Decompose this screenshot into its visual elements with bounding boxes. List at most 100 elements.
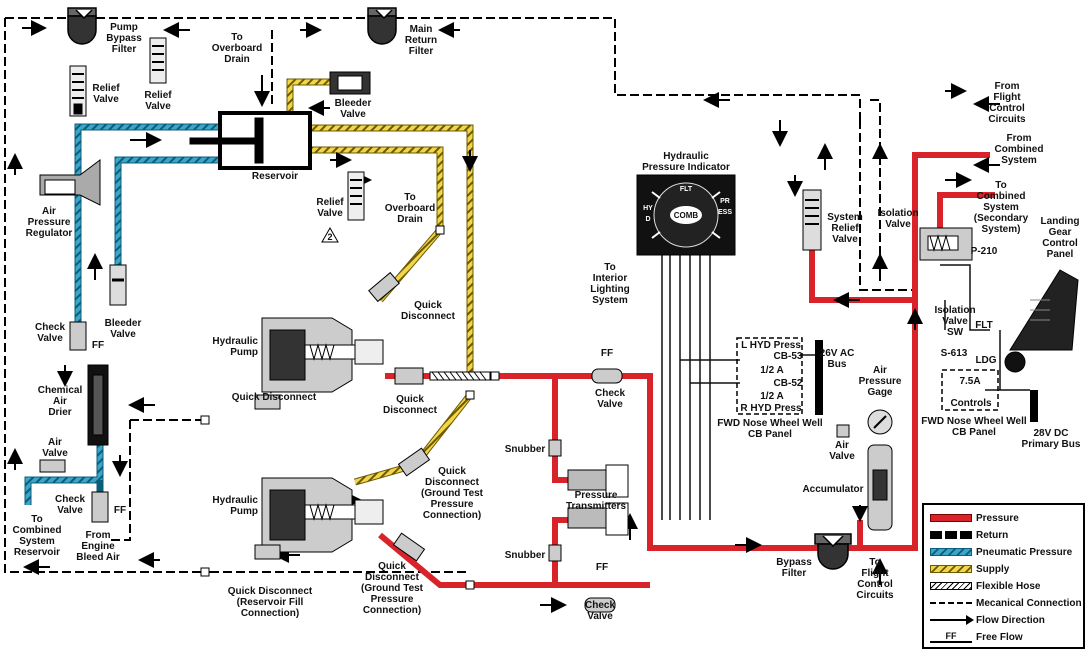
label-s-613: S-613: [940, 348, 968, 359]
bleeder-valve-symbol-left: [109, 264, 127, 306]
label-quick-disconnect-2: Quick Disconnect: [231, 392, 317, 403]
hydraulic-pressure-indicator-symbol: [636, 174, 736, 256]
quick-disconnect-symbol-5: [392, 532, 426, 562]
label-half-a-1: 1/2 A: [760, 365, 784, 376]
label-quick-disconnect-reservoir-fill: Quick Disconnect (Reservoir Fill Connect…: [227, 586, 313, 619]
label-pump-bypass-filter: Pump Bypass Filter: [106, 22, 142, 55]
legend-item-flexible: Flexible Hose: [930, 579, 1085, 593]
legend-swatch-pressure: [930, 514, 972, 522]
label-ldg: LDG: [975, 355, 997, 366]
accumulator-symbol: [867, 444, 893, 531]
bus-bar-26v: [815, 340, 823, 415]
check-valve-symbol-bottom-left: [91, 491, 109, 523]
label-controls: Controls: [950, 398, 992, 409]
label-air-valve-left: Air Valve: [42, 437, 68, 459]
legend-label: Pneumatic Pressure: [976, 546, 1073, 558]
label-indicator-face-top: FLT: [679, 186, 693, 193]
legend-item-pneumatic: Pneumatic Pressure: [930, 545, 1085, 559]
legend-label: Pressure: [976, 512, 1019, 524]
check-valve-symbol-left: [69, 321, 87, 351]
label-quick-disconnect-ground-test-1: Quick Disconnect (Ground Test Pressure C…: [420, 466, 484, 521]
legend-item-flow: Flow Direction: [930, 613, 1085, 627]
label-hydraulic-pressure-indicator: Hydraulic Pressure Indicator: [642, 151, 730, 173]
label-quick-disconnect-1: Quick Disconnect: [401, 300, 455, 322]
label-quick-disconnect-3: Quick Disconnect: [383, 394, 437, 416]
cb-panel-box-1: [736, 337, 803, 415]
pressure-transmitter-symbol-1: [567, 464, 629, 498]
label-l-hyd-press: L HYD Press: [741, 340, 801, 351]
label-snubber-1: Snubber: [504, 444, 546, 455]
hydraulic-pump-symbol-1: [261, 317, 384, 393]
label-quick-disconnect-ground-test-2: Quick Disconnect (Ground Test Pressure C…: [360, 561, 424, 616]
bus-bar-28v: [1030, 390, 1038, 422]
system-relief-valve-symbol: [802, 189, 822, 251]
flow-arrows: [7, 20, 1000, 613]
legend-label: Free Flow: [976, 631, 1023, 643]
snubber-symbol-2: [548, 544, 562, 562]
label-half-a-2: 1/2 A: [760, 391, 784, 402]
air-pressure-gage-symbol: [867, 409, 893, 435]
legend-swatch-supply: [930, 565, 972, 573]
label-r-hyd-press: R HYD Press: [740, 403, 802, 414]
label-air-pressure-regulator: Air Pressure Regulator: [25, 206, 73, 239]
label-fwd-nose-wheel-well-cb-panel-2: FWD Nose Wheel Well CB Panel: [921, 416, 1027, 438]
label-ff-1: FF: [91, 340, 105, 351]
main-return-filter-symbol: [367, 7, 397, 45]
electrical-wires: [661, 255, 1030, 520]
label-landing-gear-control-panel: Landing Gear Control Panel: [1040, 216, 1080, 260]
pressure-transmitter-symbol-2: [567, 502, 629, 536]
label-bleeder-valve-top: Bleeder Valve: [334, 98, 372, 120]
legend-swatch-mechanical: [930, 602, 972, 604]
legend: Pressure Return Pneumatic Pressure Suppl…: [922, 503, 1085, 649]
check-valve-symbol-upper: [591, 368, 623, 384]
label-pressure-transmitters: Pressure Transmitters: [565, 490, 627, 512]
label-relief-valve-3-note: 2: [327, 232, 333, 242]
label-snubber-2: Snubber: [504, 550, 546, 561]
quick-disconnect-symbol-4: [397, 447, 431, 477]
label-cb-52: CB-52: [773, 378, 803, 389]
check-valve-symbol-lower: [584, 597, 616, 613]
relief-valve-symbol-2: [149, 37, 167, 84]
label-ff-3: FF: [600, 348, 614, 359]
label-accumulator: Accumulator: [802, 484, 864, 495]
hydraulic-pump-symbol-2: [261, 477, 384, 553]
pump-bypass-filter-symbol: [67, 7, 97, 45]
label-to-combined-system-secondary: To Combined System (Secondary System): [973, 180, 1029, 235]
label-chemical-air-drier: Chemical Air Drier: [37, 385, 83, 418]
legend-item-pressure: Pressure: [930, 511, 1085, 525]
legend-label: Flexible Hose: [976, 580, 1041, 592]
label-bus-26v-ac: 26V AC Bus: [819, 348, 855, 370]
label-cb-53: CB-53: [773, 351, 803, 362]
label-from-engine-bleed-air: From Engine Bleed Air: [76, 530, 120, 563]
label-bus-28v-dc: 28V DC Primary Bus: [1021, 428, 1081, 450]
legend-label: Supply: [976, 563, 1010, 575]
label-check-valve-upper: Check Valve: [594, 388, 625, 410]
label-bleeder-valve-left: Bleeder Valve: [104, 318, 142, 340]
isolation-valve-symbol: [919, 227, 973, 261]
label-isolation-valve: Isolation Valve: [877, 208, 919, 230]
legend-item-freeflow: FF Free Flow: [930, 630, 1085, 644]
label-bypass-filter: Bypass Filter: [776, 557, 812, 579]
label-to-interior-lighting-system: To Interior Lighting System: [590, 262, 630, 306]
legend-item-supply: Supply: [930, 562, 1085, 576]
label-air-pressure-gage: Air Pressure Gage: [858, 365, 902, 398]
label-main-return-filter: Main Return Filter: [404, 24, 438, 57]
quick-disconnect-symbol-6: [254, 544, 281, 560]
legend-item-return: Return: [930, 528, 1085, 542]
label-indicator-face-right: PRESS: [718, 198, 733, 216]
label-relief-valve-3: Relief Valve: [316, 197, 344, 219]
label-relief-valve-2: Relief Valve: [144, 90, 172, 112]
cb-panel-box-2: [941, 369, 999, 411]
label-ff-2: FF: [113, 505, 127, 516]
label-indicator-face-center: COMB: [673, 211, 699, 220]
legend-swatch-flow-arrow-icon: [930, 615, 974, 625]
relief-valve-symbol-3: [347, 171, 365, 221]
reservoir-symbol: [189, 111, 312, 170]
freeflow-symbol: FF: [930, 631, 972, 643]
connection-points: [200, 225, 500, 590]
label-ff-4: FF: [595, 562, 609, 573]
label-flt: FLT: [975, 320, 993, 331]
legend-label: Flow Direction: [976, 614, 1045, 626]
label-from-combined-system: From Combined System: [994, 133, 1044, 166]
quick-disconnect-symbol-3: [394, 367, 424, 385]
